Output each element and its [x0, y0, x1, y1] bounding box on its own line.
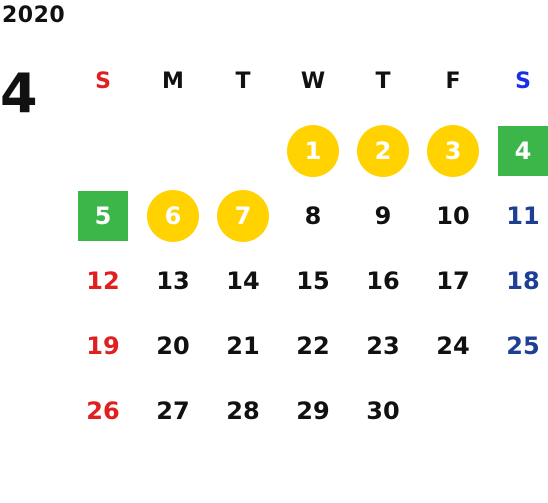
day-number: 2	[374, 136, 392, 165]
day-cell-25[interactable]: 25	[488, 313, 548, 378]
day-number: 20	[156, 331, 190, 360]
day-cell-1[interactable]: 1	[278, 118, 348, 183]
day-cell-30[interactable]: 30	[348, 378, 418, 443]
month-number: 4	[0, 62, 38, 125]
holiday-circle-marker	[427, 124, 479, 177]
day-number: 29	[296, 396, 330, 425]
day-cell-12[interactable]: 12	[68, 248, 138, 313]
day-number: 27	[156, 396, 190, 425]
weekday-wednesday: W	[300, 68, 326, 94]
day-number: 12	[86, 266, 120, 295]
day-cell-14[interactable]: 14	[208, 248, 278, 313]
day-cell-7[interactable]: 7	[208, 183, 278, 248]
day-cell-29[interactable]: 29	[278, 378, 348, 443]
day-cell-21[interactable]: 21	[208, 313, 278, 378]
day-cell-10[interactable]: 10	[418, 183, 488, 248]
day-number: 11	[506, 201, 540, 230]
day-cell-22[interactable]: 22	[278, 313, 348, 378]
day-number: 13	[156, 266, 190, 295]
day-cell-23[interactable]: 23	[348, 313, 418, 378]
day-number: 17	[436, 266, 470, 295]
day-number: 7	[234, 201, 252, 230]
day-cell-16[interactable]: 16	[348, 248, 418, 313]
day-cell-8[interactable]: 8	[278, 183, 348, 248]
day-cell-4[interactable]: 4	[488, 118, 548, 183]
day-cell-15[interactable]: 15	[278, 248, 348, 313]
day-number: 14	[226, 266, 260, 295]
day-number: 5	[94, 201, 112, 230]
day-number: 16	[366, 266, 400, 295]
day-number: 21	[226, 331, 260, 360]
holiday-square-marker	[78, 190, 128, 241]
day-number: 26	[86, 396, 120, 425]
holiday-square-marker	[498, 125, 548, 176]
weekday-tuesday: T	[235, 68, 251, 94]
day-number: 9	[374, 201, 392, 230]
weekday-sunday: S	[95, 68, 111, 94]
day-number: 19	[86, 331, 120, 360]
day-number: 30	[366, 396, 400, 425]
weekday-saturday: S	[515, 68, 531, 94]
holiday-circle-marker	[357, 124, 409, 177]
day-number: 10	[436, 201, 470, 230]
day-number: 25	[506, 331, 540, 360]
day-cell-13[interactable]: 13	[138, 248, 208, 313]
day-cell-17[interactable]: 17	[418, 248, 488, 313]
day-cell-19[interactable]: 19	[68, 313, 138, 378]
day-cell-5[interactable]: 5	[68, 183, 138, 248]
day-cell-9[interactable]: 9	[348, 183, 418, 248]
day-number: 24	[436, 331, 470, 360]
holiday-circle-marker	[287, 124, 339, 177]
year-label: 2020	[2, 3, 66, 28]
day-number: 8	[304, 201, 322, 230]
holiday-circle-marker	[217, 189, 269, 242]
day-cell-26[interactable]: 26	[68, 378, 138, 443]
day-number: 18	[506, 266, 540, 295]
day-cell-6[interactable]: 6	[138, 183, 208, 248]
day-cell-18[interactable]: 18	[488, 248, 548, 313]
day-number: 1	[304, 136, 322, 165]
weekday-thursday: T	[375, 68, 391, 94]
weekday-monday: M	[162, 68, 184, 94]
day-number: 22	[296, 331, 330, 360]
day-cell-2[interactable]: 2	[348, 118, 418, 183]
holiday-circle-marker	[147, 189, 199, 242]
day-number: 23	[366, 331, 400, 360]
day-cell-24[interactable]: 24	[418, 313, 488, 378]
day-number: 15	[296, 266, 330, 295]
day-cell-28[interactable]: 28	[208, 378, 278, 443]
day-cell-3[interactable]: 3	[418, 118, 488, 183]
day-cell-11[interactable]: 11	[488, 183, 548, 248]
day-cell-27[interactable]: 27	[138, 378, 208, 443]
day-number: 6	[164, 201, 182, 230]
day-cell-20[interactable]: 20	[138, 313, 208, 378]
day-number: 3	[444, 136, 462, 165]
day-number: 28	[226, 396, 260, 425]
weekday-friday: F	[445, 68, 461, 94]
day-number: 4	[514, 136, 532, 165]
